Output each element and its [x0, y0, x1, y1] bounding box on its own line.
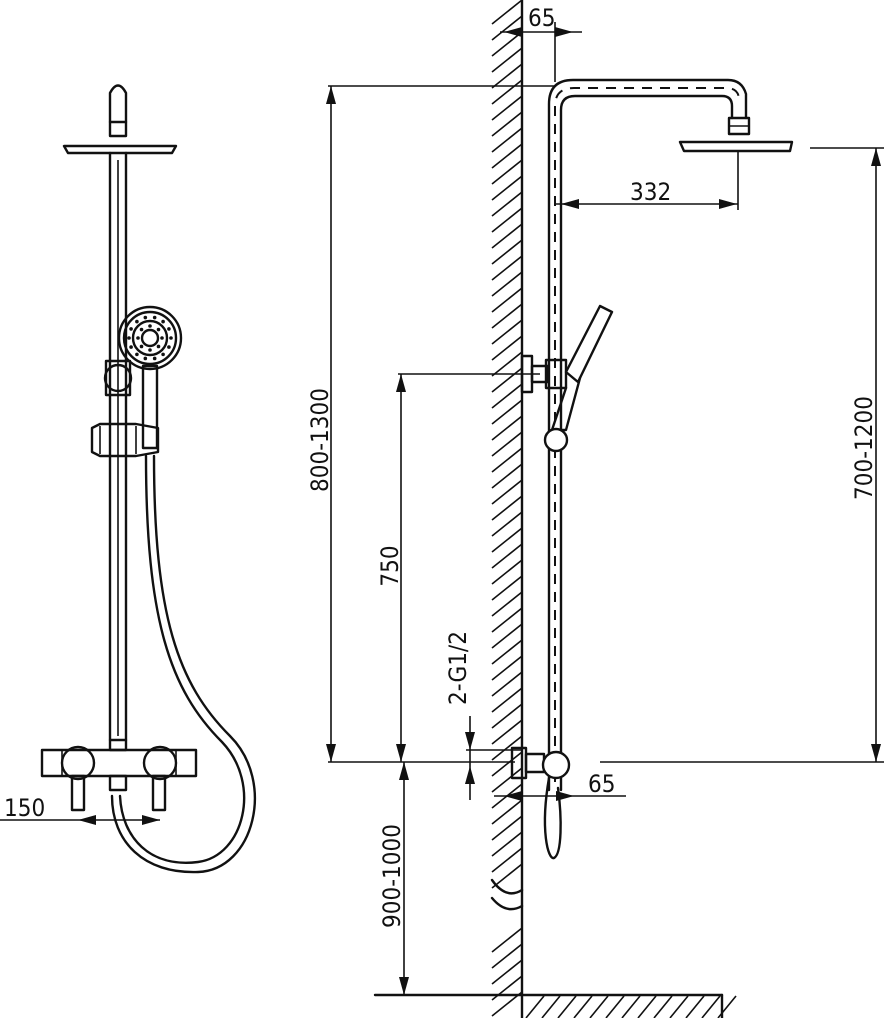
wall-hatching	[491, 0, 523, 1017]
side-arm-inner	[559, 94, 734, 792]
mixer-knob-right	[142, 745, 178, 781]
dim-arm-height: 800-1300	[306, 388, 334, 492]
dim-inlet-spacing: 150	[4, 794, 45, 822]
side-holder-knob	[543, 427, 569, 453]
inlet-right	[151, 774, 167, 812]
hand-shower-handle	[141, 364, 159, 450]
dim-arm-wall-offset: 65	[528, 4, 555, 32]
slider-clamp	[104, 359, 132, 397]
front-hose	[118, 454, 246, 864]
dim-arm-length: 332	[630, 178, 671, 206]
dim-head-height: 700-1200	[850, 396, 878, 500]
side-hose	[543, 776, 562, 860]
side-hand-shower	[564, 304, 614, 384]
dim-bracket-height: 750	[376, 545, 404, 586]
head-connector	[108, 120, 128, 138]
hand-shower-face	[117, 305, 183, 371]
front-shower-head	[62, 144, 178, 155]
side-view: 65 800-1300 332 700-1200 750 2-G1/	[306, 0, 884, 1018]
inlet-left	[70, 774, 86, 812]
dim-mixer-floor-height: 900-1000	[378, 824, 406, 928]
side-mixer-knob	[541, 750, 571, 780]
slider-holder	[90, 422, 160, 458]
front-view: 150	[0, 84, 256, 874]
floor-hatching	[525, 995, 737, 1018]
dim-mixer-wall-offset: 65	[588, 770, 615, 798]
side-arm-center	[554, 87, 740, 782]
dim-inlet-thread: 2-G1/2	[444, 631, 472, 705]
rod-top-cap	[108, 84, 128, 124]
side-arm-outer	[547, 78, 748, 792]
mixer-knob-left	[60, 745, 96, 781]
side-shower-head	[678, 140, 794, 153]
